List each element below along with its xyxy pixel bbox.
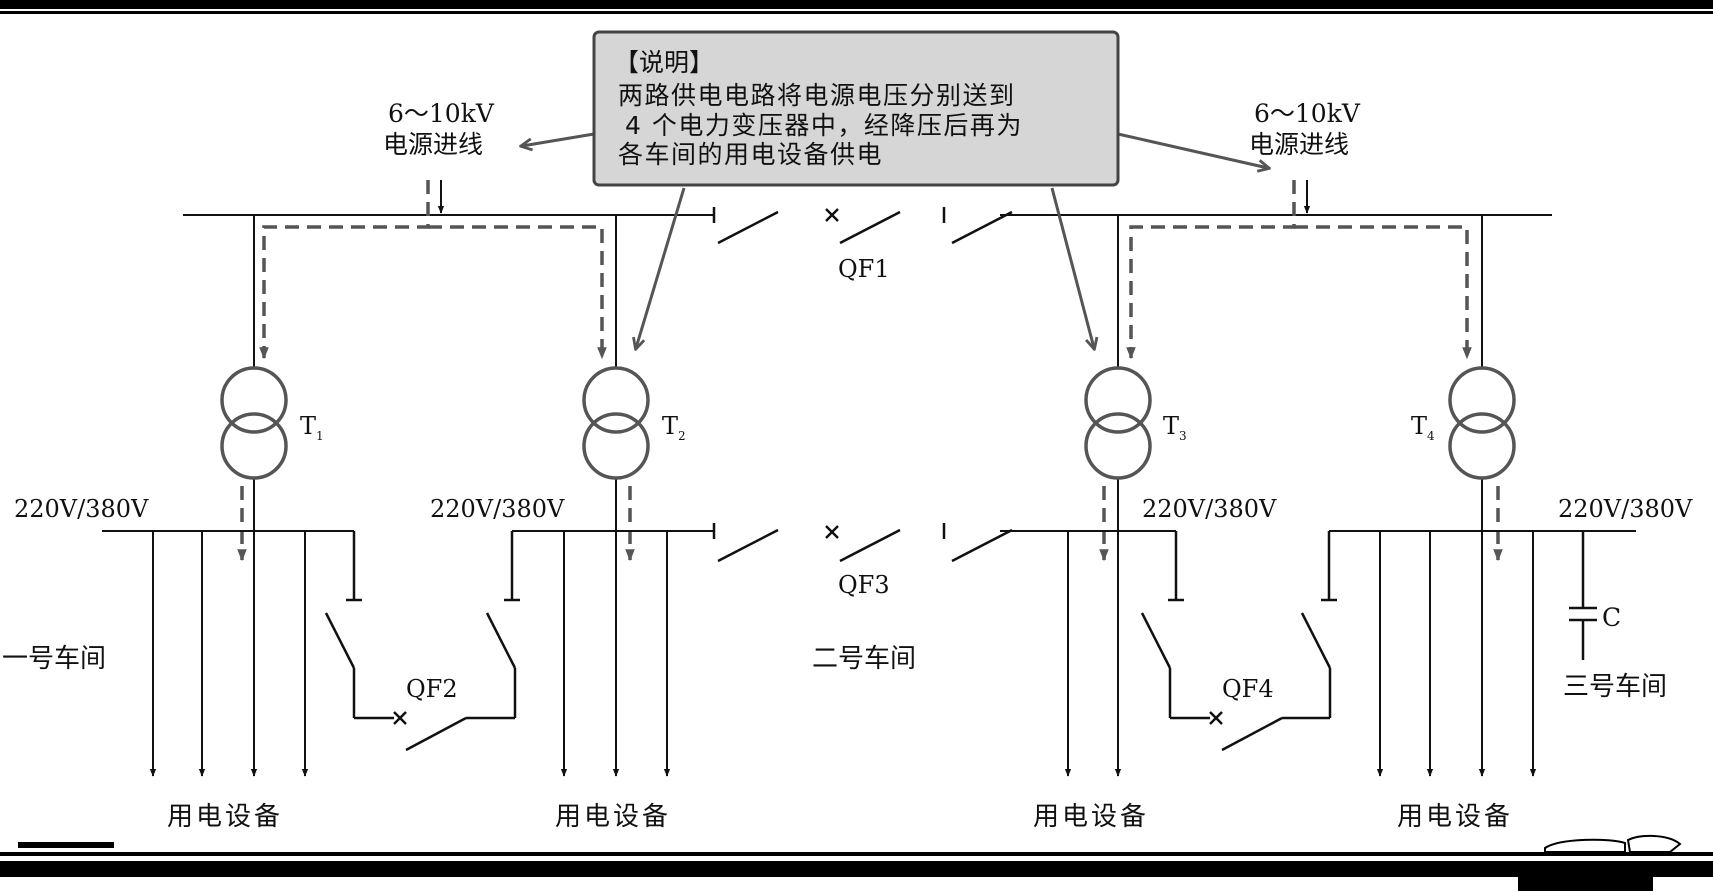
transformer-t3 bbox=[1084, 366, 1152, 480]
transformer-label-t3: T3 bbox=[1163, 412, 1187, 443]
workshop-three-label: 三号车间 bbox=[1563, 672, 1667, 702]
qf2-breaker bbox=[324, 531, 520, 752]
note-line-3: 各车间的用电设备供电 bbox=[618, 140, 883, 169]
incoming-left-label: 电源进线 bbox=[383, 130, 483, 159]
qf3-breaker bbox=[712, 523, 1013, 563]
incoming-right-voltage: 6～10kV bbox=[1254, 99, 1361, 128]
incoming-right-label: 电源进线 bbox=[1249, 130, 1349, 159]
lv-voltage-3: 220V/380V bbox=[1142, 495, 1277, 523]
capacitor-label: C bbox=[1602, 603, 1621, 632]
equipment-label-1: 用电设备 bbox=[167, 802, 283, 832]
note-line-2: 4 个电力变压器中，经降压后再为 bbox=[625, 111, 1023, 140]
transformer-label-t2: T2 bbox=[662, 412, 686, 443]
capacitor-symbol bbox=[1569, 531, 1597, 660]
lv-voltage-4: 220V/380V bbox=[1558, 495, 1693, 523]
transformer-t1 bbox=[220, 366, 288, 480]
note-box: 【说明】 两路供电电路将电源电压分别送到 4 个电力变压器中，经降压后再为 各车… bbox=[592, 30, 1120, 187]
transformer-label-t1: T1 bbox=[300, 412, 324, 443]
workshop-two-label: 二号车间 bbox=[812, 644, 916, 674]
qf4-breaker bbox=[1140, 531, 1337, 752]
transformer-t4 bbox=[1448, 366, 1516, 480]
qf4-label: QF4 bbox=[1222, 675, 1274, 703]
qf1-label: QF1 bbox=[838, 255, 890, 283]
incoming-left-voltage: 6～10kV bbox=[388, 99, 495, 128]
qf1-breaker bbox=[712, 207, 1013, 245]
workshop-one-label: 一号车间 bbox=[2, 644, 106, 674]
power-flow-paths bbox=[237, 180, 1503, 562]
note-line-1: 两路供电电路将电源电压分别送到 bbox=[618, 81, 1016, 110]
transformer-leads bbox=[253, 215, 1483, 531]
load-feeders bbox=[149, 531, 1537, 777]
equipment-label-3: 用电设备 bbox=[1033, 802, 1149, 832]
note-title: 【说明】 bbox=[614, 48, 714, 77]
transformer-t2 bbox=[582, 366, 650, 480]
lv-voltage-1: 220V/380V bbox=[14, 495, 149, 523]
incoming-supply-arrows bbox=[437, 180, 1311, 214]
lv-voltage-2: 220V/380V bbox=[430, 495, 565, 523]
qf3-label: QF3 bbox=[838, 571, 890, 599]
equipment-label-4: 用电设备 bbox=[1397, 802, 1513, 832]
note-callout-arrows bbox=[522, 132, 1268, 348]
qf2-label: QF2 bbox=[406, 675, 458, 703]
equipment-label-2: 用电设备 bbox=[555, 802, 671, 832]
transformer-label-t4: T4 bbox=[1411, 412, 1435, 443]
